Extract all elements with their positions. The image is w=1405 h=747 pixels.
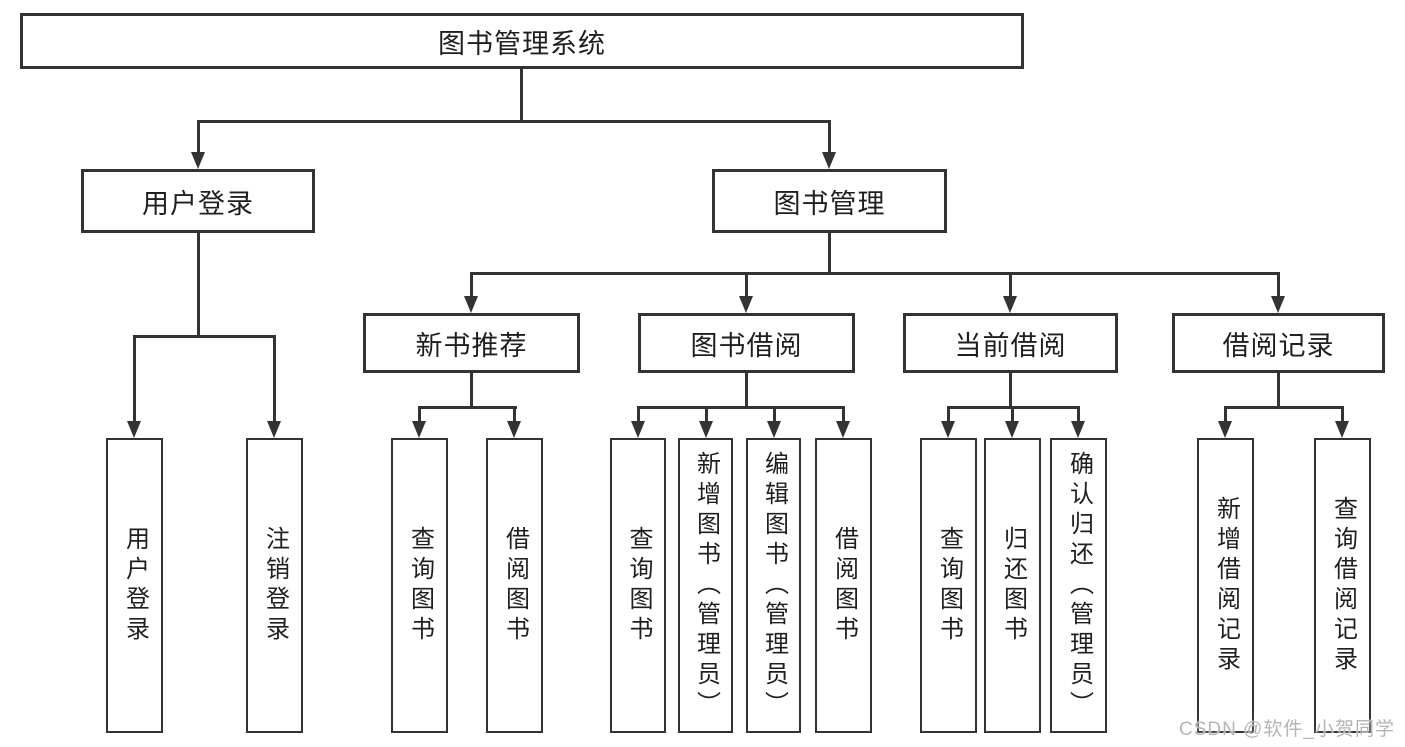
connector-drop-book-management [828, 120, 831, 153]
connector-userlogin-rail [133, 335, 276, 338]
node-label: 图书管理 [773, 188, 886, 219]
arrow-down-icon [127, 421, 141, 438]
leaf-query-borrow-record: 查询借阅记录 [1314, 438, 1371, 733]
connector-newbook-rail [418, 406, 517, 409]
arrow-down-icon [822, 152, 836, 169]
leaf-label: 用户登录 [121, 525, 149, 646]
leaf-label: 注销登录 [261, 525, 289, 646]
arrow-down-icon [1005, 421, 1019, 438]
connector-records-rail [1224, 406, 1344, 409]
node-label: 当前借阅 [954, 330, 1067, 361]
leaf-query-books-recommend: 查询图书 [391, 438, 448, 733]
arrow-down-icon [507, 421, 521, 438]
connector-drop-user-login [197, 120, 200, 153]
arrow-down-icon [464, 296, 478, 313]
arrow-down-icon [699, 421, 713, 438]
leaf-label: 查询图书 [406, 525, 434, 646]
connector-drop-leaf [1341, 406, 1344, 422]
node-label: 图书借阅 [690, 330, 803, 361]
connector-records-stem [1277, 373, 1280, 406]
arrow-down-icon [631, 421, 645, 438]
connector-current-stem [1009, 373, 1012, 406]
node-current-borrowing: 当前借阅 [903, 313, 1118, 373]
leaf-confirm-return-admin: 确认归还（管理员） [1050, 438, 1107, 733]
connector-drop-leaf [273, 335, 276, 422]
node-library-management-system: 图书管理系统 [20, 13, 1024, 69]
connector-drop-module [1277, 272, 1280, 297]
connector-userlogin-stem [197, 233, 200, 335]
leaf-label: 查询借阅记录 [1329, 495, 1357, 676]
arrow-down-icon [1335, 421, 1349, 438]
connector-drop-leaf [773, 406, 776, 422]
connector-drop-leaf [1011, 406, 1014, 422]
leaf-add-borrow-record: 新增借阅记录 [1197, 438, 1254, 733]
connector-drop-leaf [133, 335, 136, 422]
leaf-label: 确认归还（管理员） [1065, 450, 1093, 721]
node-borrowing-records: 借阅记录 [1172, 313, 1385, 373]
leaf-add-books-admin: 新增图书（管理员） [678, 438, 733, 733]
arrow-down-icon [412, 421, 426, 438]
leaf-label: 归还图书 [999, 525, 1027, 646]
connector-drop-leaf [947, 406, 950, 422]
leaf-logout: 注销登录 [246, 438, 303, 733]
arrow-down-icon [1271, 296, 1285, 313]
leaf-borrow-books: 借阅图书 [815, 438, 872, 733]
arrow-down-icon [267, 421, 281, 438]
connector-drop-leaf [842, 406, 845, 422]
arrow-down-icon [739, 296, 753, 313]
leaf-edit-books-admin: 编辑图书（管理员） [746, 438, 801, 733]
connector-drop-leaf [705, 406, 708, 422]
arrow-down-icon [836, 421, 850, 438]
connector-drop-leaf [1077, 406, 1080, 422]
connector-root-rail [197, 120, 831, 123]
connector-drop-leaf [1224, 406, 1227, 422]
leaf-return-books: 归还图书 [984, 438, 1041, 733]
node-label: 借阅记录 [1222, 330, 1335, 361]
connector-drop-leaf [637, 406, 640, 422]
node-book-borrowing: 图书借阅 [638, 313, 855, 373]
leaf-label: 新增图书（管理员） [692, 450, 720, 721]
connector-borrow-rail [637, 406, 845, 409]
node-book-management-branch: 图书管理 [712, 169, 947, 233]
node-label: 新书推荐 [415, 330, 528, 361]
arrow-down-icon [1218, 421, 1232, 438]
leaf-user-login: 用户登录 [106, 438, 163, 733]
node-new-book-recommendation: 新书推荐 [363, 313, 580, 373]
leaf-query-books-current: 查询图书 [920, 438, 977, 733]
leaf-borrow-books-recommend: 借阅图书 [486, 438, 543, 733]
node-label: 用户登录 [142, 188, 254, 219]
connector-bookmgmt-stem [828, 233, 831, 272]
arrow-down-icon [941, 421, 955, 438]
connector-drop-leaf [513, 406, 516, 422]
connector-root-stem [520, 68, 523, 120]
connector-drop-leaf [418, 406, 421, 422]
arrow-down-icon [1003, 296, 1017, 313]
connector-drop-module [745, 272, 748, 297]
arrow-down-icon [191, 152, 205, 169]
leaf-label: 查询图书 [625, 525, 652, 646]
leaf-label: 查询图书 [935, 525, 963, 646]
connector-drop-module [470, 272, 473, 297]
connector-newbook-stem [470, 373, 473, 406]
connector-bookmgmt-rail [470, 272, 1280, 275]
leaf-label: 编辑图书（管理员） [760, 450, 788, 721]
leaf-label: 借阅图书 [501, 525, 529, 646]
leaf-label: 借阅图书 [830, 525, 858, 646]
arrow-down-icon [1071, 421, 1085, 438]
arrow-down-icon [767, 421, 781, 438]
leaf-label: 新增借阅记录 [1212, 495, 1240, 676]
connector-drop-module [1009, 272, 1012, 297]
leaf-query-books-borrow: 查询图书 [610, 438, 666, 733]
connector-borrow-stem [745, 373, 748, 406]
csdn-watermark: CSDN @软件_小贺同学 [1179, 719, 1395, 740]
node-label: 图书管理系统 [438, 28, 606, 59]
node-user-login-branch: 用户登录 [81, 169, 315, 233]
